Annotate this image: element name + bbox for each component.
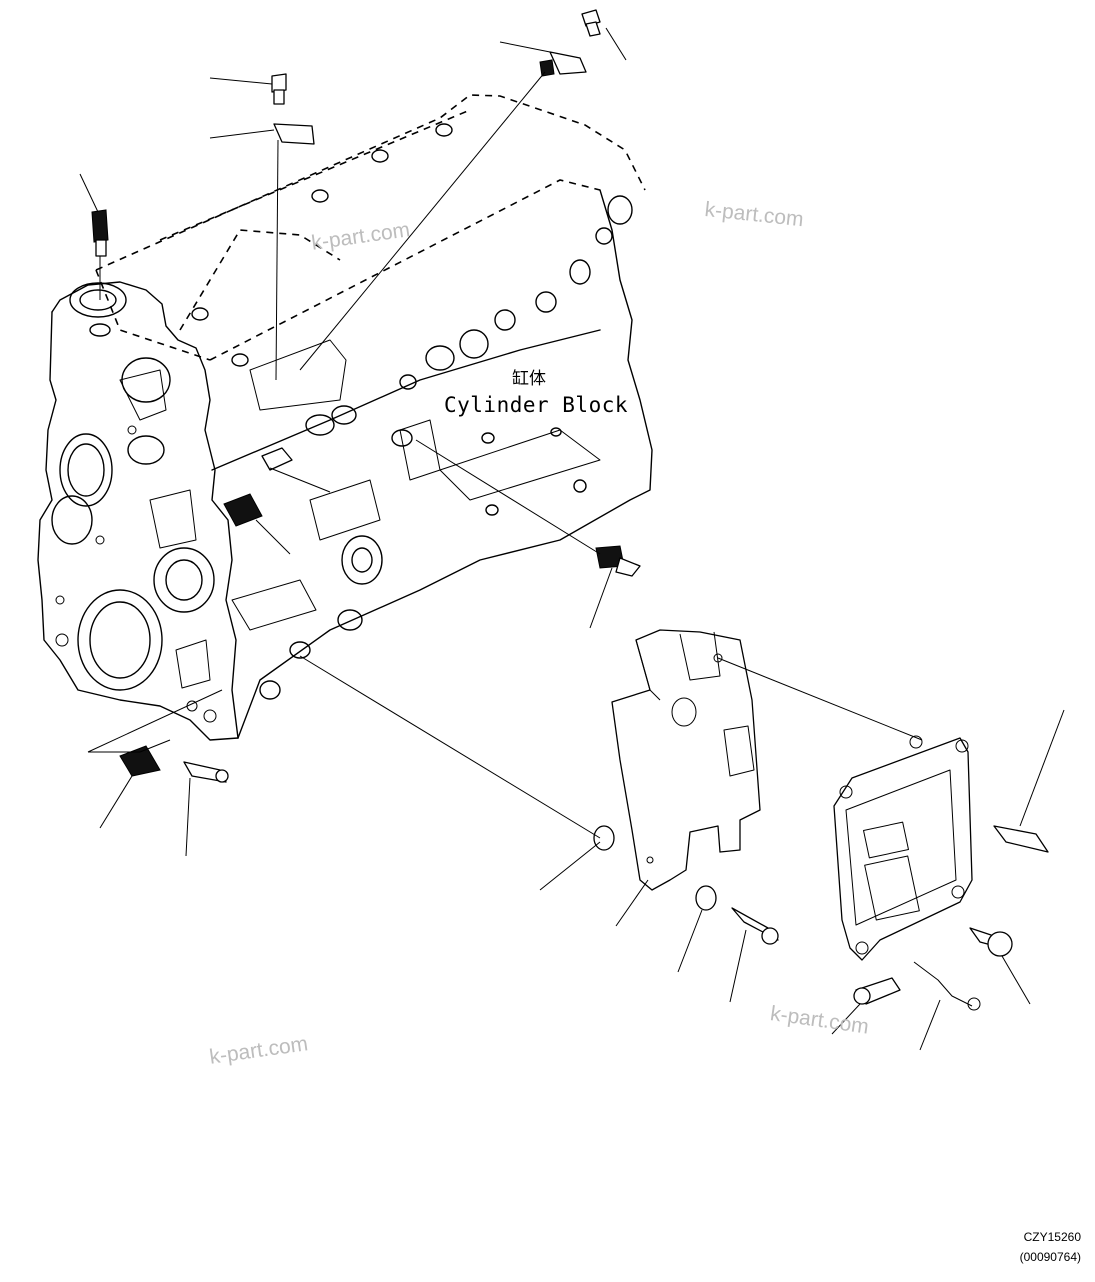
leader-lines <box>79 27 1065 1051</box>
drawing-reference: (00090764) <box>1019 1250 1081 1264</box>
cylinder-block-label: Cylinder Block <box>444 393 629 417</box>
small-parts <box>91 9 1049 1011</box>
ecu-bracket <box>611 629 761 891</box>
engine-controller <box>833 735 973 961</box>
cylinder-block-label-cn: 缸体 <box>512 369 546 389</box>
cylinder-block <box>37 94 653 741</box>
drawing-code: CZY15260 <box>1023 1230 1081 1244</box>
